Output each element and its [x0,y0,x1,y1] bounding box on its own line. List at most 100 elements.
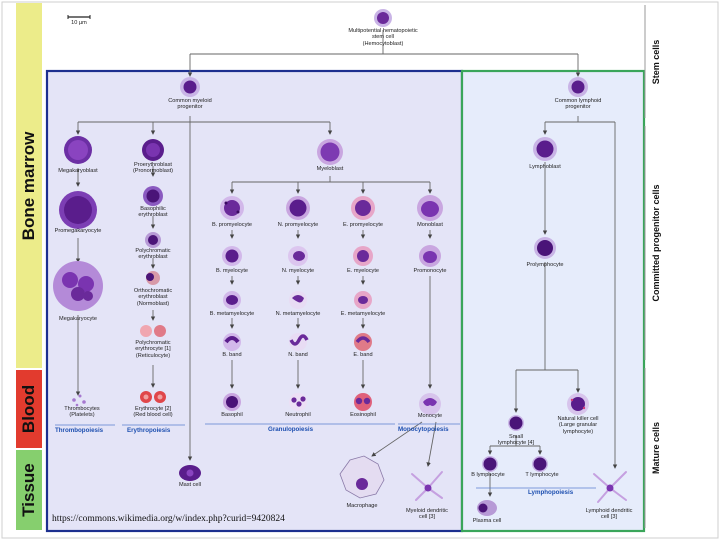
source-url: https://commons.wikimedia.org/w/index.ph… [52,514,285,524]
label-myeloblast: Myeloblast [316,166,344,172]
label-plasma-cell: Plasma cell [472,518,502,524]
cell-prolymphocyte [534,237,556,259]
label-b-band: B. band [222,352,242,358]
label-n-myelocyte: N. myelocyte [281,268,315,274]
label-e-band: E. band [353,352,373,358]
cell-megakaryoblast [64,136,92,164]
cell-lymphoblast [533,137,557,161]
label-basophilic-erythroblast: Basophilic erythroblast [138,206,168,219]
cell-proerythroblast [142,139,164,161]
cell-e-metamyelocyte [354,291,372,309]
cell-b-band [223,333,241,351]
bone-marrow-tab-bg [16,3,42,368]
cell-orthochromatic-erythroblast [146,271,160,285]
cell-monocyte [419,393,441,415]
process-monocytopoiesis: Monocytopoiesis [398,426,449,433]
myeloid-panel [45,69,464,533]
cell-e-myelocyte [353,246,373,266]
cell-basophil [223,393,241,411]
mature-cells-label: Mature cells [651,421,661,475]
lineage-connectors [75,30,618,497]
stem-cells-label: Stem cells [651,39,661,84]
cell-b-promyelocyte [220,196,244,220]
label-clp: Common lymphoid progenitor [554,98,602,111]
scale-bar-label: 10 µm [71,20,87,26]
label-erythrocyte: Erythrocyte [2] (Red blood cell) [133,406,173,419]
label-hemocytoblast: Multipotential hematopoietic stem cell (… [348,28,418,47]
label-e-metamyelocyte: E. metamyelocyte [340,311,386,317]
cell-plasma [477,500,497,516]
label-cmp: Common myeloid progenitor [168,98,212,111]
label-myeloid-dc: Myeloid dendritic cell [3] [406,508,448,521]
label-monocyte: Monocyte [417,413,443,419]
label-prolymphocyte: Prolymphocyte [526,262,564,268]
cell-neutrophil [289,393,307,411]
cell-monoblast [417,195,443,221]
label-e-promyelocyte: E. promyelocyte [342,222,384,228]
process-brackets [55,423,596,489]
bone-marrow-tab: Bone marrow [19,131,38,240]
cell-n-promyelocyte [286,196,310,220]
label-orthochromatic: Orthochromatic erythroblast (Normoblast) [133,288,173,307]
label-basophil: Basophil [221,412,243,418]
cell-n-myelocyte [288,246,308,266]
label-eosinophil: Eosinophil [350,412,376,418]
cell-hemocytoblast [374,9,392,27]
cell-b-lymphocyte [482,456,498,472]
label-mast-cell: Mast cell [178,482,202,488]
cell-promonocyte [419,245,441,267]
cell-nk-cell [567,393,589,415]
cell-lymphoid-dendritic [593,471,627,503]
label-b-metamyelocyte: B. metamyelocyte [209,311,255,317]
cell-b-metamyelocyte [223,291,241,309]
label-megakaryocyte: Megakaryocyte [59,316,97,322]
cell-common-myeloid-progenitor [180,77,200,97]
cell-b-myelocyte [222,246,242,266]
cell-small-lymphocyte [508,415,524,431]
label-monoblast: Monoblast [417,222,443,228]
cell-eosinophil [354,393,372,411]
label-neutrophil: Neutrophil [285,412,311,418]
tissue-tab: Tissue [19,463,38,517]
blood-tab: Blood [19,384,38,434]
label-polychromatic-erythroblast: Polychromatic erythroblast [135,248,171,261]
cell-myeloid-dendritic [411,471,443,501]
cell-erythrocyte [140,391,166,403]
tissue-tab-bg [16,450,42,530]
cell-macrophage [339,455,385,499]
label-t-lymphocyte: T lymphocyte [525,472,559,478]
cell-common-lymphoid-progenitor [568,77,588,97]
cell-thrombocytes [72,394,86,407]
label-n-promyelocyte: N. promyelocyte [277,222,319,228]
label-n-metamyelocyte: N. metamyelocyte [275,311,321,317]
cell-megakaryocyte [53,261,103,311]
process-thrombopoiesis: Thrombopoiesis [55,427,104,434]
label-n-band: N. band [288,352,308,358]
cell-promegakaryocyte [59,191,97,229]
cell-n-band [289,333,309,351]
label-megakaryoblast: Megakaryoblast [58,168,98,174]
cell-n-metamyelocyte [289,291,307,309]
label-lymphoid-dc: Lymphoid dendritic cell [3] [585,508,633,521]
label-reticulocyte: Polychromatic erythrocyte [1] (Reticuloc… [135,340,171,359]
process-erythropoiesis: Erythropoiesis [127,427,171,434]
cell-e-band [354,333,372,351]
committed-progenitor-label: Committed progenitor cells [651,184,661,302]
label-proerythroblast: Proerythroblast (Pronormoblast) [132,162,174,175]
process-granulopoiesis: Granulopoiesis [268,426,314,433]
cell-e-promyelocyte [351,196,375,220]
cell-mast-cell [179,465,201,481]
cell-reticulocyte [140,325,166,337]
label-b-myelocyte: B. myelocyte [215,268,249,274]
cell-t-lymphocyte [532,456,548,472]
cell-polychromatic-erythroblast [145,232,161,248]
process-lymphopoiesis: Lymphopoiesis [528,489,574,496]
label-thrombocytes: Thrombocytes (Platelets) [64,406,100,419]
label-small-lymphocyte: Small lymphocyte [4] [497,434,535,447]
cell-basophilic-erythroblast [143,186,163,206]
label-promonocyte: Promonocyte [413,268,447,274]
label-b-lymphocyte: B lymphocyte [471,472,505,478]
